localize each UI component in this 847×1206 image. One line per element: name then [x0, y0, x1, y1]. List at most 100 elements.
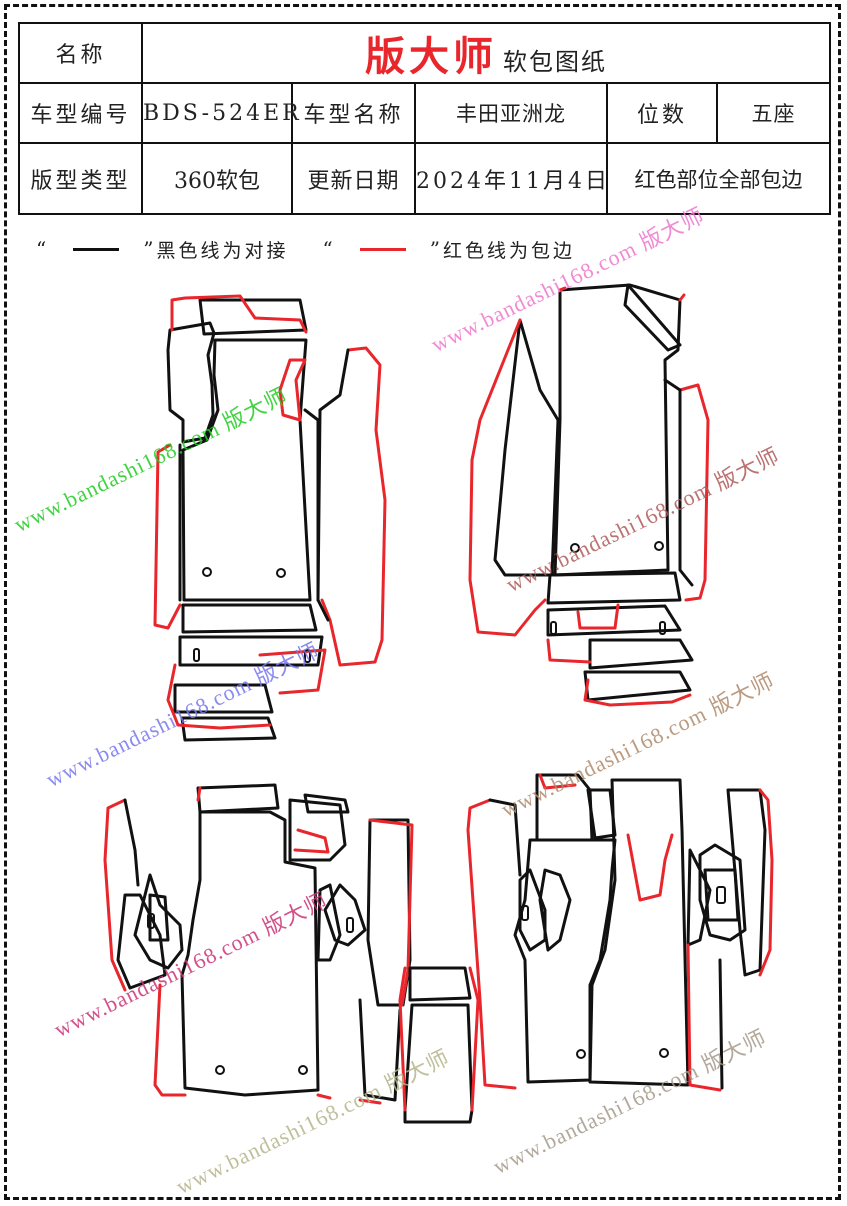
snap-hole: [576, 1049, 586, 1059]
red-edge: [678, 293, 686, 302]
pattern-row: 版型类型 360软包 更新日期 2024年11月4日 红色部位全部包边: [18, 142, 832, 215]
model-code: BDS-524ER: [141, 82, 299, 144]
red-line-text: 红色线为包边: [442, 239, 575, 262]
page-border: [4, 4, 841, 1200]
red-edge: [583, 678, 692, 707]
black-seam: [686, 848, 712, 947]
black-seam: [173, 683, 274, 714]
red-edge: [546, 638, 592, 664]
front-right-panel: [468, 283, 710, 707]
update-date: 2024年11月4日: [414, 142, 608, 215]
title-row: 名称 版大师软包图纸: [18, 22, 832, 84]
line-legend: “ ” 黑色线为对接 “ ” 红色线为包边: [36, 234, 575, 264]
black-seam: [663, 378, 694, 587]
snap-hole: [346, 917, 354, 933]
red-edge: [368, 818, 414, 1007]
black-seam: [698, 843, 747, 942]
black-seam: [588, 638, 694, 670]
black-seam: [181, 603, 318, 634]
seats-label: 位数: [606, 82, 718, 144]
snap-hole: [147, 913, 155, 929]
legend-quote-close: ”: [429, 237, 443, 261]
model-row: 车型编号 BDS-524ER 车型名称 丰田亚洲龙 位数 五座: [18, 82, 832, 144]
black-seam: [588, 778, 690, 1087]
model-name: 丰田亚洲龙: [414, 82, 608, 144]
snap-hole: [202, 567, 212, 577]
red-edge: [153, 983, 187, 1097]
black-seam: [726, 788, 767, 977]
update-label: 更新日期: [291, 142, 416, 215]
black-seam: [553, 283, 682, 577]
red-edge: [258, 648, 327, 695]
rear-right-panel: [466, 773, 774, 1092]
info-table: 名称 版大师软包图纸 车型编号 BDS-524ER 车型名称 丰田亚洲龙 位数 …: [18, 22, 832, 215]
seats: 五座: [715, 82, 832, 144]
red-edge: [170, 294, 308, 334]
red-edge: [678, 383, 710, 602]
red-edge: [626, 833, 674, 902]
snap-hole: [659, 621, 666, 635]
snap-hole: [276, 568, 286, 578]
black-line-sample: [73, 247, 120, 251]
black-seam: [180, 810, 320, 1097]
black-seam: [538, 868, 572, 952]
black-seam: [408, 966, 472, 1002]
black-seam: [178, 635, 324, 667]
model-name-label: 车型名称: [291, 82, 416, 144]
legend-quote-close: ”: [143, 237, 157, 261]
black-seam: [546, 604, 682, 637]
black-seam: [493, 318, 560, 577]
black-seam: [718, 958, 724, 1090]
red-edge: [320, 346, 387, 667]
red-edge: [538, 773, 577, 790]
red-edge: [153, 443, 182, 630]
snap-hole: [304, 649, 311, 663]
black-seam: [288, 798, 347, 862]
pattern-type: 360软包: [141, 142, 293, 215]
black-seam: [583, 670, 692, 702]
name-label: 名称: [18, 22, 143, 84]
red-edge: [468, 318, 547, 637]
snap-hole: [193, 648, 200, 662]
legend-quote-open: “: [36, 237, 50, 261]
black-seam: [623, 283, 682, 352]
red-line-sample: [359, 247, 406, 251]
red-edge: [316, 1093, 332, 1100]
black-seam: [133, 873, 184, 970]
model-code-label: 车型编号: [18, 82, 143, 144]
doc-type: 软包图纸: [503, 48, 607, 76]
red-edge: [758, 788, 774, 977]
red-edge: [558, 286, 567, 292]
pattern-type-label: 版型类型: [18, 142, 143, 215]
black-seam: [323, 883, 367, 947]
red-edge: [103, 798, 127, 992]
black-seam: [196, 783, 280, 814]
snap-hole: [654, 541, 664, 551]
black-seam: [358, 998, 402, 1102]
red-edge: [166, 663, 272, 730]
red-edge: [293, 828, 330, 854]
snap-hole: [716, 886, 726, 904]
black-seam: [116, 893, 167, 990]
red-edge: [358, 1098, 382, 1105]
snap-hole: [550, 621, 557, 635]
black-seam: [181, 338, 312, 602]
black-seam: [488, 798, 522, 877]
red-edge: [398, 966, 407, 1112]
red-edge: [576, 603, 620, 630]
red-edge: [278, 358, 307, 422]
black-seam: [123, 798, 140, 887]
snap-hole: [570, 543, 580, 553]
black-seam: [316, 883, 342, 962]
snap-hole: [659, 1048, 669, 1058]
legend-quote-open: “: [322, 237, 336, 261]
red-edge: [196, 786, 202, 802]
binding-note: 红色部位全部包边: [605, 142, 832, 215]
rear-left-panel: [103, 783, 414, 1105]
black-seam: [546, 571, 682, 605]
black-seam: [303, 793, 350, 814]
center-tunnel-panel: [398, 966, 480, 1124]
title-cell: 版大师软包图纸: [140, 22, 832, 84]
black-seam: [180, 716, 277, 742]
